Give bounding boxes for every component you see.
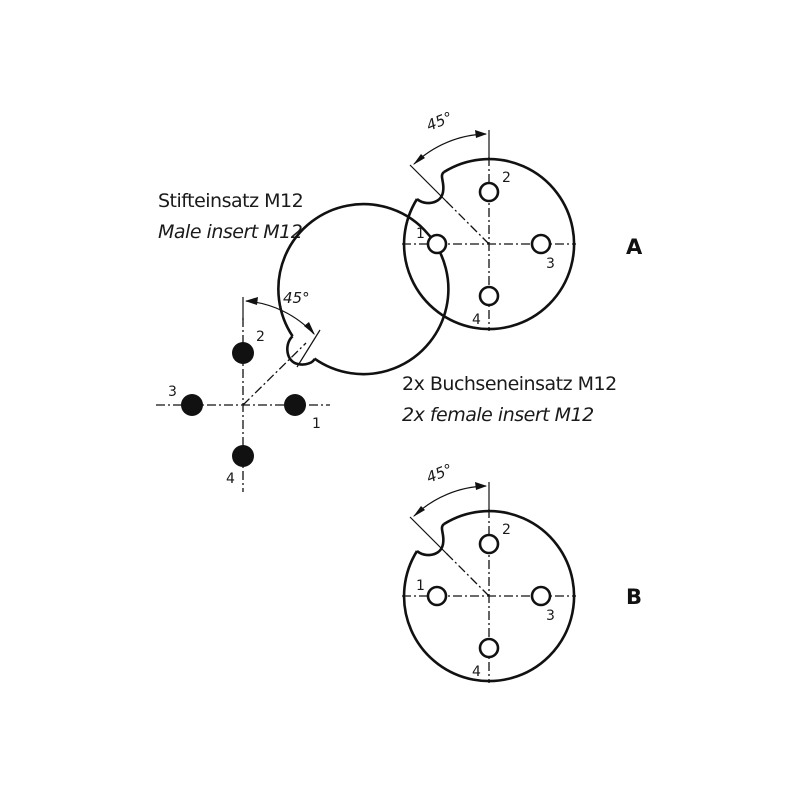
female-a-outline [402, 157, 576, 331]
male-pin-3 [181, 394, 203, 416]
variant-label-a: A [626, 235, 643, 259]
female-b-pin-4-label: 4 [472, 664, 481, 680]
female-b-pin-2 [478, 533, 500, 555]
female-b-pin-2-label: 2 [502, 522, 511, 538]
female-a-dim-ref-diagonal [409, 164, 449, 204]
female-a-pin-3-label: 3 [546, 256, 555, 272]
male-angle-arrow-start [245, 297, 258, 305]
female-b-pin-4 [478, 637, 500, 659]
female-b-dim-ref-diagonal [409, 516, 449, 556]
male-title-de: Stifteinsatz M12 [158, 190, 303, 212]
female-a-pin-2-label: 2 [502, 170, 511, 186]
female-a-diagonal-axis [444, 199, 490, 245]
male-pin-1 [284, 394, 306, 416]
male-pin-4-label: 4 [226, 471, 235, 487]
female-a-key-notch [416, 170, 445, 205]
male-pin-4 [232, 445, 254, 467]
female-a-pin-1-label: 1 [416, 226, 425, 242]
female-b-key-notch [416, 522, 445, 557]
male-pin-1-label: 1 [312, 416, 321, 432]
male-pin-3-label: 3 [168, 384, 177, 400]
female-a-arrow-start [413, 154, 425, 165]
female-a-pin-2 [478, 181, 500, 203]
female-title-de: 2x Buchseneinsatz M12 [402, 373, 617, 395]
male-angle-label: 45° [283, 289, 310, 307]
male-title-en: Male insert M12 [158, 221, 302, 243]
male-pin-2 [232, 342, 254, 364]
male-diagonal-axis [242, 342, 307, 406]
female-a-pin-4 [478, 285, 500, 307]
female-b-diagonal-axis [444, 551, 490, 597]
female-a-pin-1 [426, 233, 448, 255]
male-outline [277, 202, 450, 376]
female-b-angle-label: 45° [424, 460, 455, 487]
female-b-pin-3 [530, 585, 552, 607]
female-b-pin-1-label: 1 [416, 578, 425, 594]
female-a-arrow-end [475, 130, 487, 138]
variant-label-b: B [626, 585, 642, 609]
female-b-pin-1 [426, 585, 448, 607]
male-connector: 45° 1 2 3 4 [156, 202, 450, 492]
female-a-pin-4-label: 4 [472, 312, 481, 328]
male-key-notch [286, 335, 316, 366]
male-angle-arrow-end [304, 322, 315, 335]
female-b-arrow-start [413, 506, 425, 517]
male-pin-2-label: 2 [256, 329, 265, 345]
female-a-angle-label: 45° [424, 108, 455, 135]
female-connector-a: 45° 1 2 3 4 [402, 108, 576, 331]
female-connector-b: 45° 1 2 3 4 [402, 460, 576, 683]
female-title-en: 2x female insert M12 [402, 404, 594, 426]
male-dim-ref-diagonal [296, 329, 321, 368]
female-b-arrow-end [475, 482, 487, 490]
female-b-outline [402, 509, 576, 683]
female-a-pin-3 [530, 233, 552, 255]
female-b-pin-3-label: 3 [546, 608, 555, 624]
